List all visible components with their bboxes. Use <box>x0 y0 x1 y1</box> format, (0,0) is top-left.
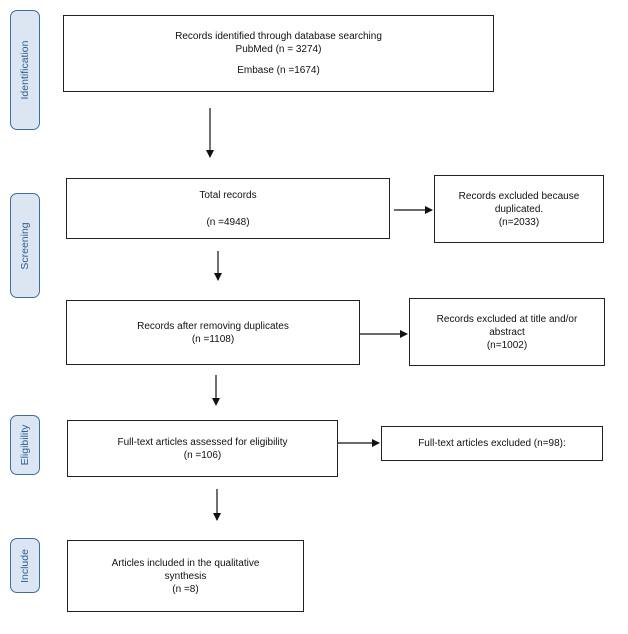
after-duplicates-box: Records after removing duplicates (n =11… <box>66 300 360 365</box>
fulltext-excluded-box: Full-text articles excluded (n=98): <box>381 426 603 461</box>
total-records-box: Total records (n =4948) <box>66 178 390 239</box>
stage-screening: Screening <box>10 193 40 298</box>
stage-identification: Identification <box>10 10 40 130</box>
included-box: Articles included in the qualitative syn… <box>67 540 304 612</box>
records-identified-box: Records identified through database sear… <box>63 15 494 92</box>
fulltext-assessed-box: Full-text articles assessed for eligibil… <box>67 420 338 477</box>
title-excluded-box: Records excluded at title and/or abstrac… <box>409 298 605 366</box>
stage-include: Include <box>10 538 40 593</box>
stage-eligibility: Eligibility <box>10 415 40 475</box>
duplicates-excluded-box: Records excluded because duplicated. (n=… <box>434 175 604 243</box>
